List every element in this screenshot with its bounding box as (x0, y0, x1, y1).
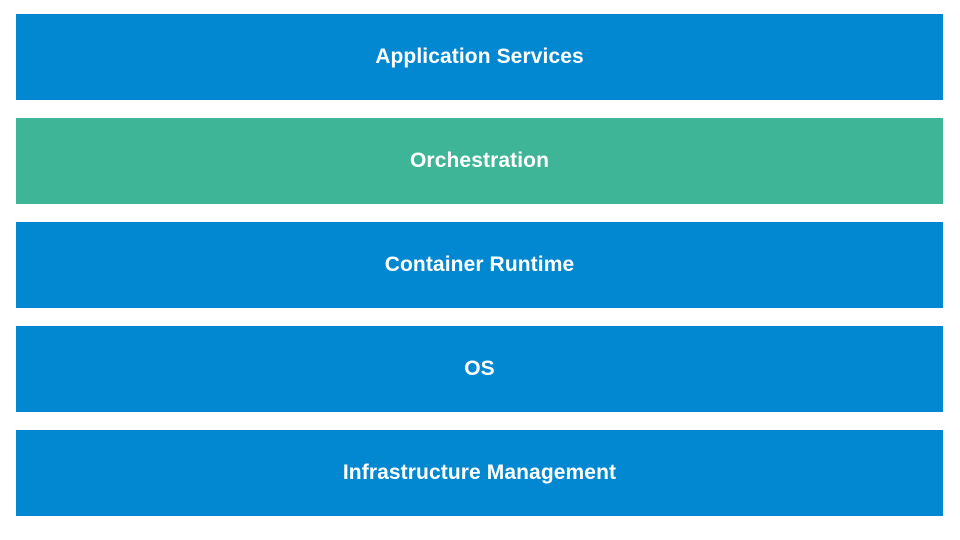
layer-container-runtime: Container Runtime (16, 222, 943, 308)
layer-label: Application Services (375, 45, 584, 68)
layer-orchestration: Orchestration (16, 118, 943, 204)
layer-infrastructure-management: Infrastructure Management (16, 430, 943, 516)
layer-label: Container Runtime (384, 253, 575, 276)
layer-application-services: Application Services (16, 14, 943, 100)
layer-label: OS (464, 357, 495, 380)
layer-os: OS (16, 326, 943, 412)
layer-label: Infrastructure Management (342, 461, 617, 484)
layer-label: Orchestration (410, 149, 549, 172)
